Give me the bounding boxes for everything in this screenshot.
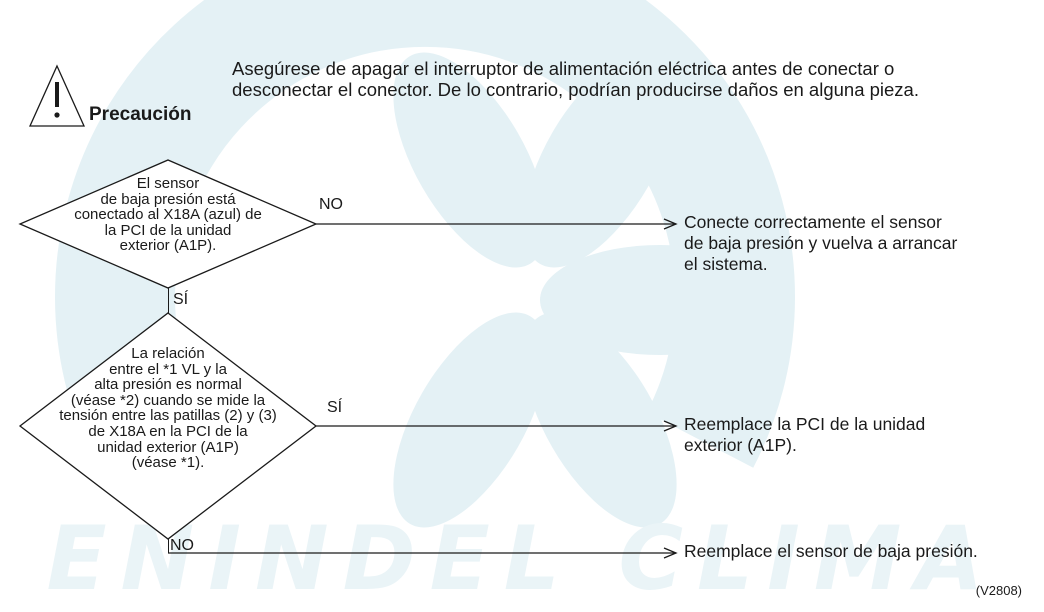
- decision-2-text: La relación entre el *1 VL y la alta pre…: [33, 346, 303, 471]
- decision-1-line: de baja presión está: [100, 190, 236, 208]
- decision-1-line: exterior (A1P).: [119, 237, 217, 255]
- warning-triangle-icon: [28, 64, 86, 127]
- result-line: de baja presión y vuelva a arrancar: [684, 233, 958, 253]
- decision-1-yes-label: SÍ: [173, 291, 189, 308]
- decision-2-yes-label: SÍ: [327, 399, 343, 416]
- decision-1-no-result: Conecte correctamente el sensor de baja …: [684, 212, 957, 275]
- decision-1-text: El sensor de baja presión está conectado…: [33, 176, 303, 254]
- decision-2-line: (véase *1).: [131, 454, 205, 472]
- no-connector: [168, 539, 169, 553]
- decision-2-no-label: NO: [170, 537, 194, 554]
- yes-connector: [168, 288, 197, 313]
- decision-2-line: de X18A en la PCI de la: [88, 422, 248, 440]
- result-line: Reemplace la PCI de la unidad: [684, 414, 926, 434]
- result-line: Reemplace el sensor de baja presión.: [684, 541, 978, 561]
- decision-1-no-label: NO: [319, 196, 343, 213]
- decision-2-line: entre el *1 VL y la: [109, 360, 227, 378]
- decision-2-line: (véase *2) cuando se mide la: [70, 391, 266, 409]
- result-line: Conecte correctamente el sensor: [684, 212, 942, 232]
- decision-1-line: la PCI de la unidad: [104, 221, 232, 239]
- result-line: exterior (A1P).: [684, 435, 797, 455]
- decision-2-line: tensión entre las patillas (2) y (3): [59, 407, 277, 425]
- watermark-text: ENINDEL CLIMA: [46, 507, 998, 610]
- decision-1-line: conectado al X18A (azul) de: [74, 206, 262, 224]
- caution-text: Asegúrese de apagar el interruptor de al…: [232, 58, 919, 100]
- decision-2-line: alta presión es normal: [94, 376, 242, 394]
- decision-2-line: unidad exterior (A1P): [97, 438, 239, 456]
- decision-2-line: La relación: [131, 345, 205, 362]
- result-line: el sistema.: [684, 254, 768, 274]
- figure-code: (V2808): [975, 583, 1022, 598]
- decision-2-yes-result: Reemplace la PCI de la unidad exterior (…: [684, 414, 925, 456]
- decision-2-no-result: Reemplace el sensor de baja presión.: [684, 541, 978, 562]
- caution-title: Precaución: [89, 104, 192, 125]
- decision-1-line: El sensor: [136, 175, 200, 192]
